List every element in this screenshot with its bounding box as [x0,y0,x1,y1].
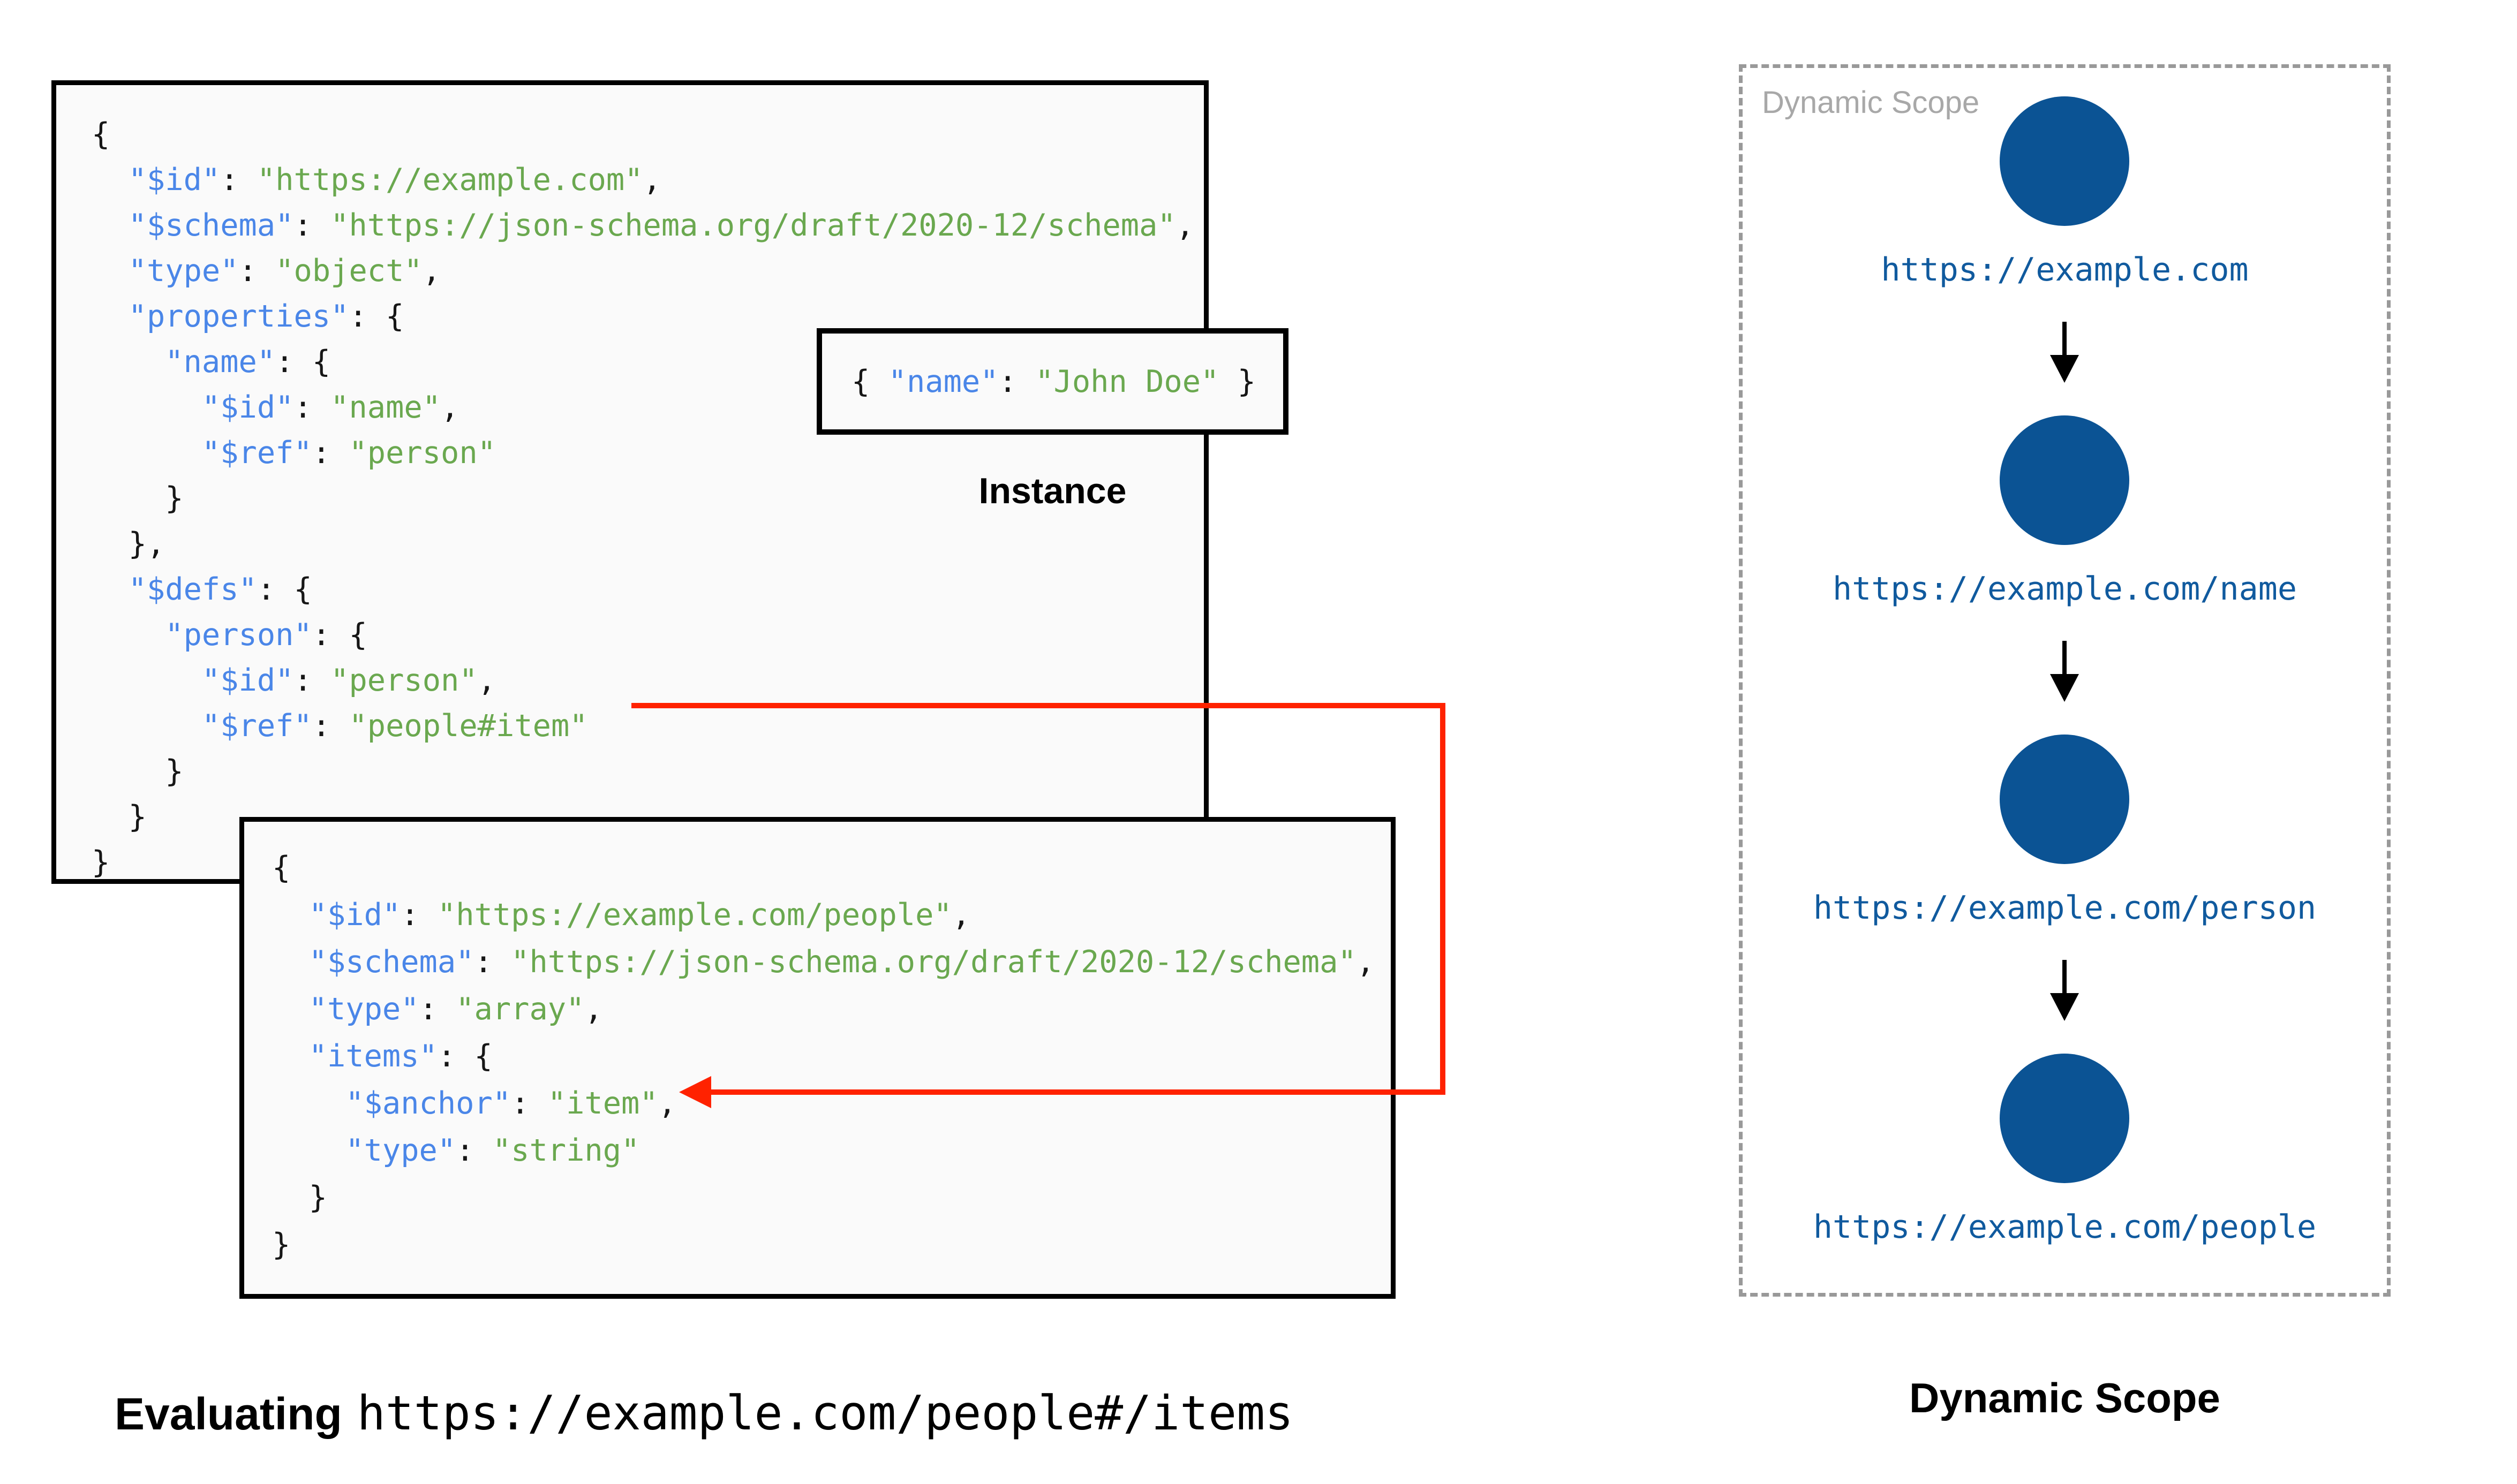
dynamic-scope-caption: Dynamic Scope [1909,1374,2220,1421]
scope-node-label: https://example.com/person [1813,889,2317,927]
arrow-down-icon [2050,355,2079,383]
evaluating-prefix: Evaluating [115,1389,342,1439]
scope-node-label: https://example.com/people [1813,1208,2317,1246]
dynamic-scope-box [1739,64,2391,1297]
arrow-down-icon [2050,674,2079,702]
scope-node-circle [2000,735,2129,864]
schema-a-code: { "$id": "https://example.com", "$schema… [92,117,1195,880]
scope-node-circle [2000,96,2129,226]
instance-box: { "name": "John Doe" } [817,328,1288,435]
evaluating-caption: Evaluating https://example.com/people#/i… [115,1385,1293,1441]
ref-connector-line-top [631,703,1445,708]
scope-node-circle [2000,415,2129,545]
ref-connector-line-bottom [710,1089,1445,1095]
evaluating-uri: https://example.com/people#/items [357,1385,1294,1441]
dynamic-scope-title: Dynamic Scope [1762,85,1980,120]
arrow-down-icon [2062,322,2067,356]
scope-node-circle [2000,1054,2129,1183]
instance-label: Instance [978,471,1127,511]
arrow-down-icon [2062,960,2067,994]
instance-code: { "name": "John Doe" } [851,364,1256,399]
scope-node-label: https://example.com/name [1833,570,2297,608]
arrow-down-icon [2062,641,2067,675]
ref-connector-line-vertical [1440,703,1445,1095]
schema-b-box: { "$id": "https://example.com/people", "… [239,817,1396,1299]
arrow-down-icon [2050,993,2079,1021]
schema-b-code: { "$id": "https://example.com/people", "… [272,850,1375,1262]
scope-node-label: https://example.com [1881,251,2249,289]
ref-arrowhead-icon [679,1076,711,1108]
schema-a-box: { "$id": "https://example.com", "$schema… [51,80,1209,884]
